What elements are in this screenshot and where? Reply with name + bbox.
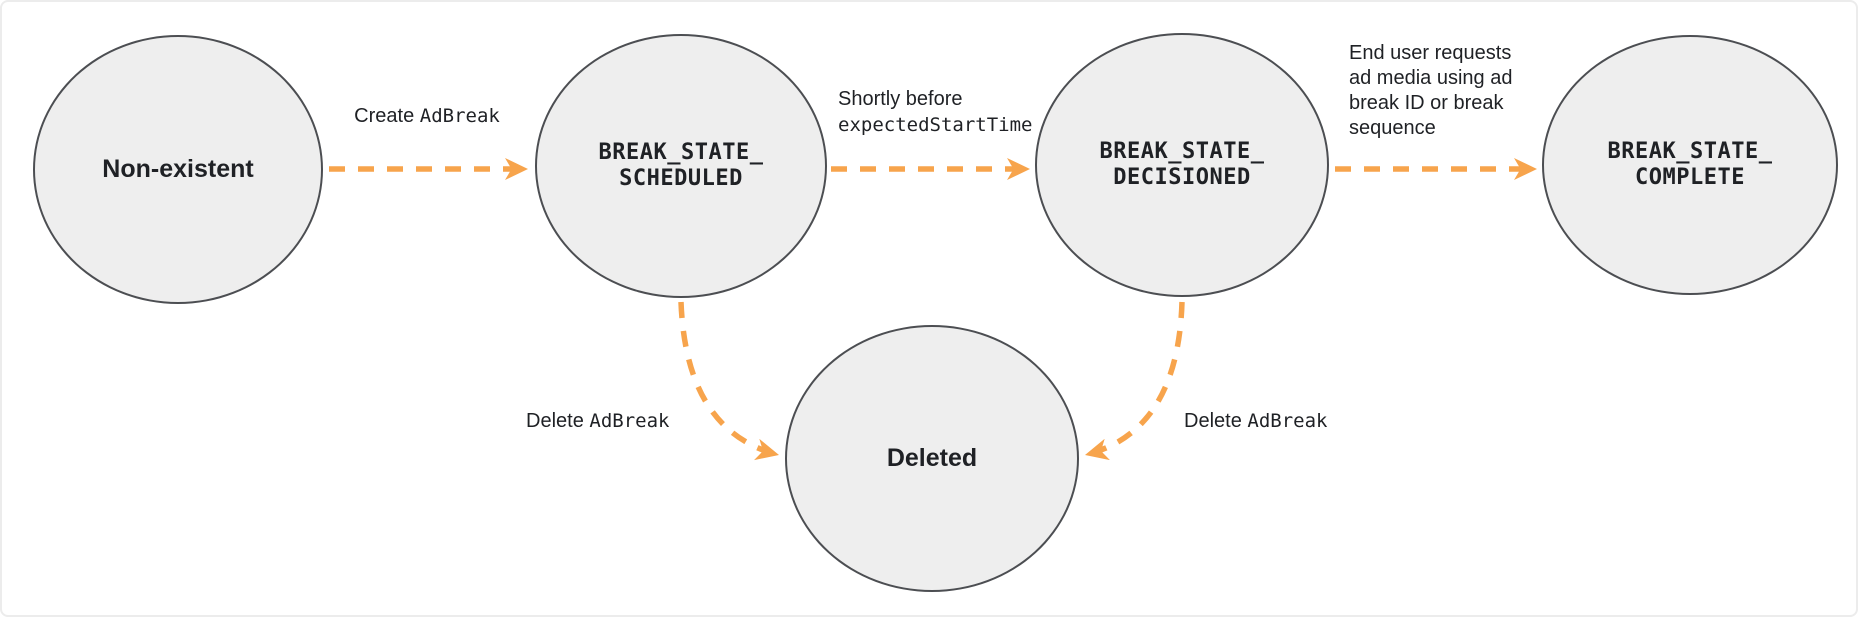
edge-label-text: Delete	[1184, 410, 1248, 432]
state-node-deleted: Deleted	[785, 325, 1079, 592]
edge-label-text: Delete	[526, 410, 590, 432]
state-node-break-state-scheduled: BREAK_STATE_ SCHEDULED	[535, 34, 827, 298]
state-label: BREAK_STATE_ SCHEDULED	[598, 140, 764, 191]
edge-label-shortly-before: Shortly before expectedStartTime	[838, 86, 1032, 138]
arrow-delete-adbreak-right	[1084, 301, 1185, 461]
edge-label-text: Create	[354, 105, 420, 127]
state-label: BREAK_STATE_ COMPLETE	[1607, 139, 1773, 190]
state-node-break-state-decisioned: BREAK_STATE_ DECISIONED	[1035, 33, 1329, 297]
edge-label-create-adbreak: Create AdBreak	[327, 103, 527, 129]
edge-label-end-user-requests: End user requests ad media using ad brea…	[1349, 42, 1513, 139]
edge-label-delete-adbreak-left: Delete AdBreak	[526, 408, 669, 434]
state-node-break-state-complete: BREAK_STATE_ COMPLETE	[1542, 35, 1838, 295]
edge-label-delete-adbreak-right: Delete AdBreak	[1184, 408, 1327, 434]
state-node-non-existent: Non-existent	[33, 35, 323, 304]
edge-label-code: AdBreak	[589, 410, 670, 432]
state-label: BREAK_STATE_ DECISIONED	[1099, 139, 1265, 190]
arrow-delete-adbreak-left	[678, 301, 780, 461]
edge-label-code: AdBreak	[1247, 410, 1328, 432]
edge-label-code: AdBreak	[419, 105, 500, 127]
edge-label-code: expectedStartTime	[838, 114, 1033, 136]
edge-label-text: Shortly before	[838, 88, 963, 110]
state-label: Deleted	[886, 444, 978, 472]
state-label: Non-existent	[102, 155, 254, 183]
